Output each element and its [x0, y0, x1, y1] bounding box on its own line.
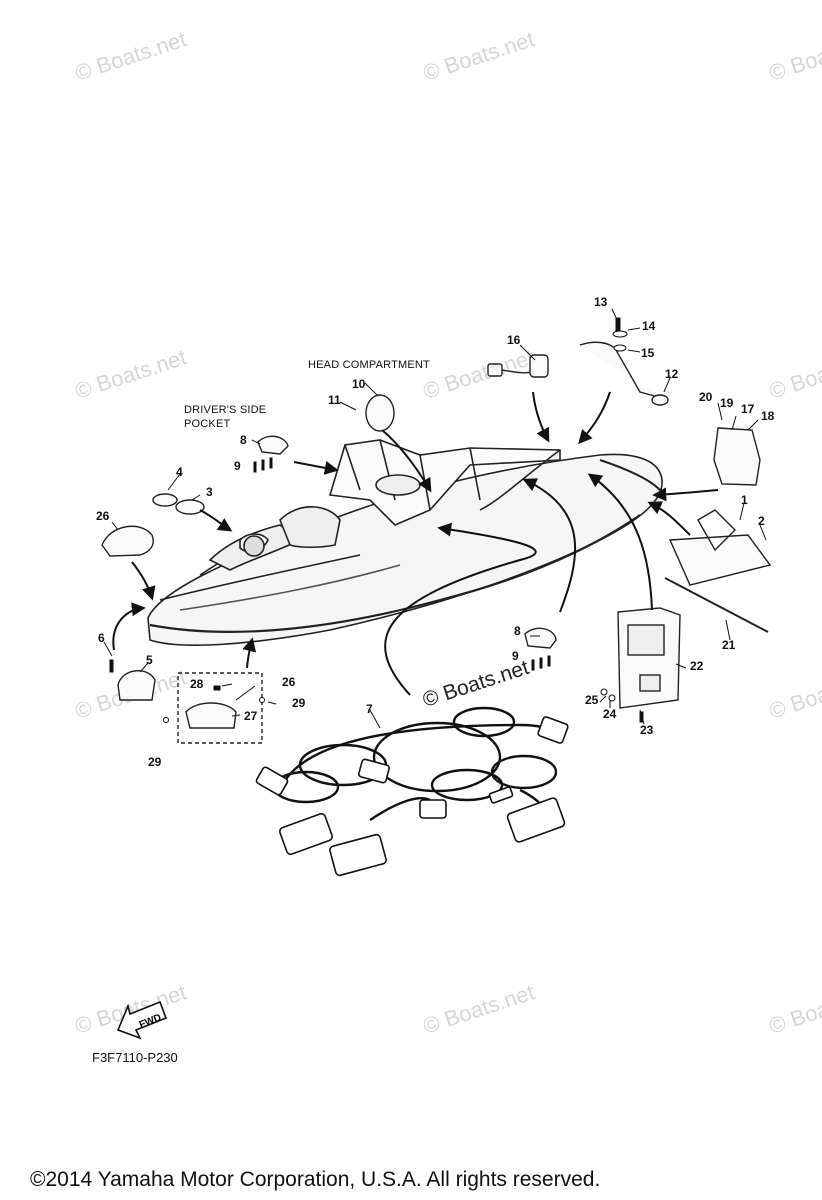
callout-21: 21 [722, 638, 736, 652]
callout-27: 27 [244, 709, 258, 723]
callout-5: 5 [146, 653, 153, 667]
parts [101, 341, 772, 744]
part-code: F3F7110-P230 [92, 1050, 178, 1065]
hardware [109, 317, 644, 723]
drivers-side-label-line2: POCKET [184, 418, 231, 430]
callout-3: 3 [206, 485, 213, 499]
copyright-notice: ©2014 Yamaha Motor Corporation, U.S.A. A… [30, 1168, 601, 1191]
callout-6: 6 [98, 631, 105, 645]
callout-13: 13 [594, 295, 608, 309]
fwd-arrow-icon [116, 1000, 168, 1040]
callout-26a: 26 [96, 509, 110, 523]
callout-10: 10 [352, 377, 366, 391]
callout-16: 16 [507, 333, 521, 347]
head-compartment-label: HEAD COMPARTMENT [308, 359, 430, 371]
callout-29a: 29 [292, 696, 306, 710]
callout-11: 11 [328, 393, 341, 407]
callout-17: 17 [741, 402, 755, 416]
callout-15: 15 [641, 346, 655, 360]
wire-harness [272, 706, 558, 821]
callout-4: 4 [176, 465, 183, 479]
callout-9b: 9 [512, 649, 519, 663]
callout-20: 20 [699, 390, 713, 404]
harness-connectors [255, 716, 569, 877]
callout-8a: 8 [240, 433, 247, 447]
callout-18: 18 [761, 409, 775, 423]
callout-8b: 8 [514, 624, 521, 638]
callout-22: 22 [690, 659, 704, 673]
callout-24: 24 [603, 707, 617, 721]
callout-19: 19 [720, 396, 734, 410]
drivers-side-label-line1: DRIVER'S SIDE [184, 404, 267, 416]
callout-2: 2 [758, 514, 765, 528]
callout-28: 28 [190, 677, 204, 691]
callout-14: 14 [642, 319, 656, 333]
callout-9a: 9 [234, 459, 241, 473]
callout-29b: 29 [148, 755, 162, 769]
callout-7: 7 [366, 702, 373, 716]
callout-25: 25 [585, 693, 599, 707]
location-arrows [112, 391, 719, 696]
callout-12: 12 [665, 367, 679, 381]
callout-26b: 26 [282, 675, 296, 689]
callout-1: 1 [741, 493, 748, 507]
callout-23: 23 [640, 723, 654, 737]
boat-hull [147, 439, 663, 647]
